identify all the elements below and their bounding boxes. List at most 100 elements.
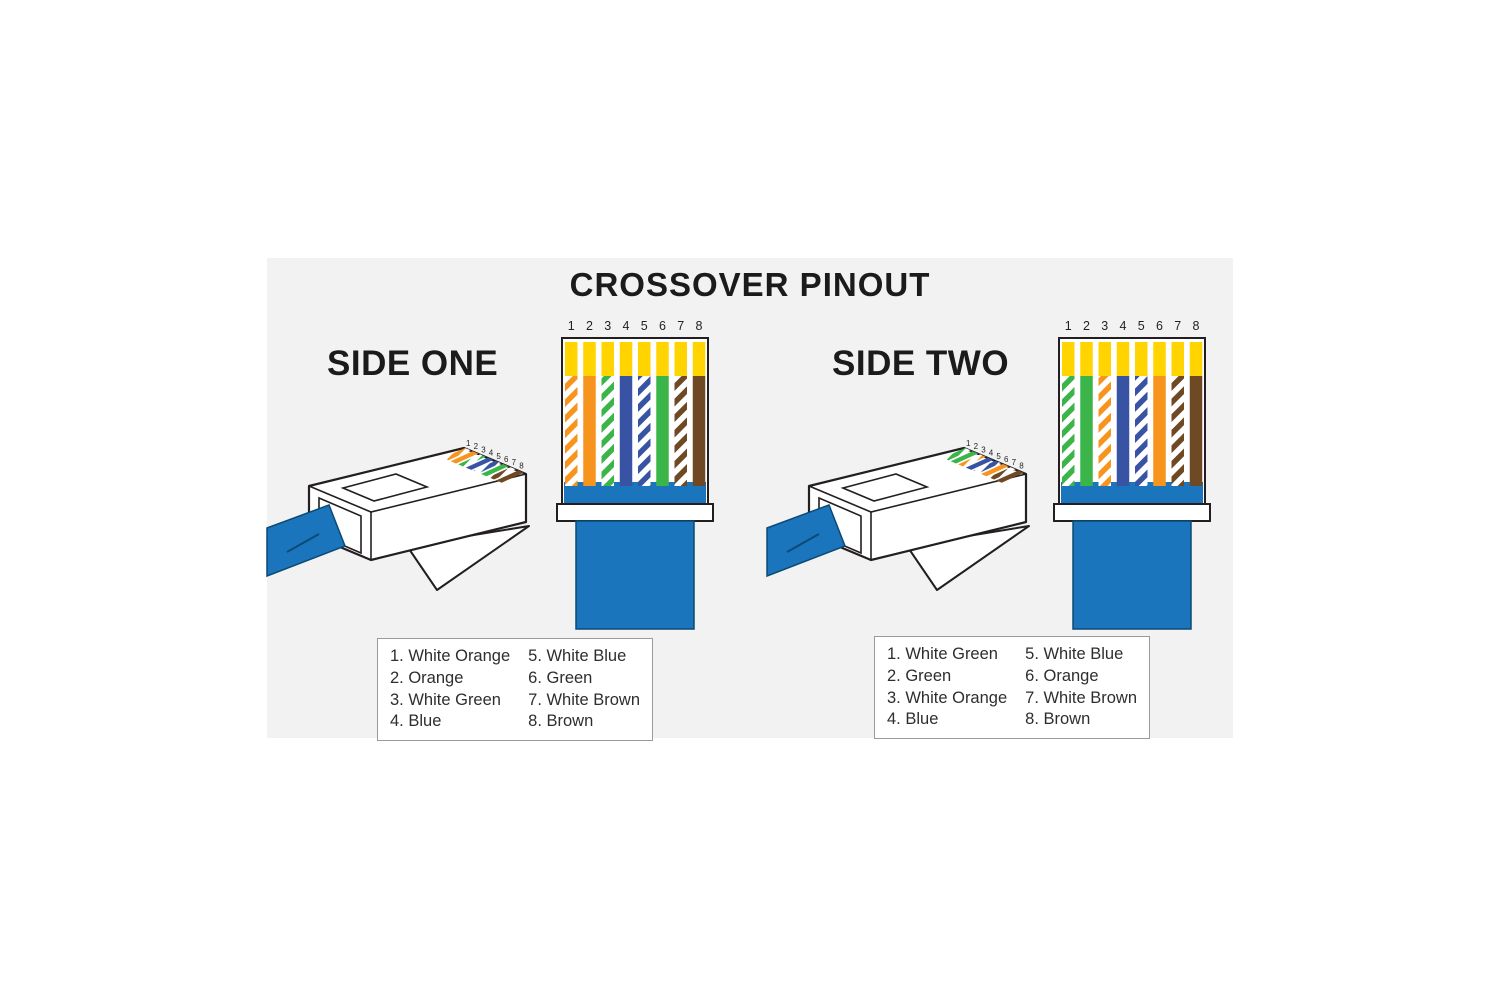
perspective-pin-number: 6 xyxy=(504,455,509,464)
front-wire-8 xyxy=(692,376,706,486)
legend-item: 4. Blue xyxy=(887,710,939,729)
pin-contact-2 xyxy=(1080,342,1093,376)
legend-item: 8. Brown xyxy=(528,712,594,731)
latch-window xyxy=(340,473,430,502)
pin-contact-6 xyxy=(1153,342,1166,376)
front-pin-number: 3 xyxy=(604,319,611,333)
front-wire-2 xyxy=(1080,376,1093,486)
legend-item: 3. White Orange xyxy=(887,688,1008,707)
front-pin-number: 2 xyxy=(586,319,593,333)
front-pin-number: 7 xyxy=(677,319,684,333)
perspective-pin-number: 2 xyxy=(974,442,979,451)
front-wire-4 xyxy=(619,376,633,486)
pin-contact-7 xyxy=(1171,342,1184,376)
pin-contact-2 xyxy=(583,342,596,376)
legend-item: 7. White Brown xyxy=(528,690,641,709)
front-wire-6 xyxy=(656,376,669,486)
front-wire-1 xyxy=(565,376,578,486)
front-wire-7 xyxy=(1171,376,1184,486)
legend-item: 6. Green xyxy=(528,668,593,687)
pin-contact-8 xyxy=(692,342,706,376)
perspective-wire-3 xyxy=(958,454,986,467)
pin-contact-7 xyxy=(674,342,687,376)
legend-item: 5. White Blue xyxy=(528,647,627,665)
cable-highlight xyxy=(786,533,820,553)
cable-sheath-inner xyxy=(1061,482,1203,503)
legend-item: 2. Orange xyxy=(390,668,464,687)
legend-item: 3. White Green xyxy=(390,690,501,709)
perspective-wire-6 xyxy=(481,464,509,477)
side-two-label: SIDE TWO xyxy=(832,344,1010,383)
perspective-pin-number: 6 xyxy=(1004,455,1009,464)
perspective-wire-7 xyxy=(488,467,517,480)
cable xyxy=(1072,520,1192,630)
front-pin-number: 4 xyxy=(622,319,629,333)
perspective-wire-4 xyxy=(465,457,494,470)
cable-highlight xyxy=(286,533,320,553)
front-pin-number: 7 xyxy=(1174,319,1181,333)
front-pin-number: 5 xyxy=(641,319,648,333)
perspective-pin-number: 5 xyxy=(496,452,501,461)
front-pin-number: 3 xyxy=(1101,319,1108,333)
perspective-pin-number: 1 xyxy=(966,439,971,448)
pin-contact-4 xyxy=(1116,342,1130,376)
perspective-wire-4 xyxy=(965,457,994,470)
front-wire-4 xyxy=(1116,376,1130,486)
perspective-pin-number: 7 xyxy=(1012,458,1017,467)
pin-contact-5 xyxy=(1135,342,1148,376)
perspective-pin-number: 3 xyxy=(981,445,986,454)
pin-contact-1 xyxy=(565,342,578,376)
front-pin-number: 2 xyxy=(1083,319,1090,333)
perspective-wire-3 xyxy=(458,454,486,467)
perspective-wire-5 xyxy=(473,460,501,474)
legend-column: 5. White Blue 6. Green 7. White Brown 8. Br… xyxy=(528,647,640,732)
cable xyxy=(575,520,695,630)
perspective-wire-8 xyxy=(496,470,524,483)
front-pin-number: 6 xyxy=(1156,319,1163,333)
legend-item: 1. White Orange xyxy=(390,647,511,665)
perspective-wire-8 xyxy=(996,470,1024,483)
latch-window xyxy=(840,473,930,502)
pin-contact-3 xyxy=(1098,342,1111,376)
perspective-pin-number: 8 xyxy=(1019,461,1024,470)
legend-item: 6. Orange xyxy=(1025,666,1099,685)
perspective-wire-2 xyxy=(950,451,979,464)
perspective-wire-2 xyxy=(450,451,479,464)
perspective-pin-number: 3 xyxy=(481,445,486,454)
front-wire-2 xyxy=(583,376,596,486)
front-pin-number: 1 xyxy=(568,319,575,333)
perspective-wire-7 xyxy=(988,467,1017,480)
pin-contact-3 xyxy=(601,342,614,376)
pin-contact-4 xyxy=(619,342,633,376)
strain-relief-bar xyxy=(1053,503,1211,522)
perspective-wire-6 xyxy=(981,464,1009,477)
front-wire-3 xyxy=(601,376,614,486)
diagram-title: CROSSOVER PINOUT xyxy=(569,266,931,303)
pin-contact-5 xyxy=(638,342,651,376)
perspective-pin-number: 8 xyxy=(519,461,524,470)
perspective-pin-number: 5 xyxy=(996,452,1001,461)
perspective-pin-number: 4 xyxy=(989,449,994,458)
front-wire-6 xyxy=(1153,376,1166,486)
front-wire-7 xyxy=(674,376,687,486)
legend-item: 7. White Brown xyxy=(1025,688,1138,707)
pin-contact-8 xyxy=(1189,342,1203,376)
front-pin-number: 6 xyxy=(659,319,666,333)
legend-item: 2. Green xyxy=(887,666,952,685)
pin-contact-1 xyxy=(1062,342,1075,376)
pin-contact-6 xyxy=(656,342,669,376)
perspective-pin-number: 2 xyxy=(474,442,479,451)
front-wire-5 xyxy=(638,376,651,486)
perspective-pin-number: 4 xyxy=(489,449,494,458)
front-pin-number: 8 xyxy=(1192,319,1199,333)
